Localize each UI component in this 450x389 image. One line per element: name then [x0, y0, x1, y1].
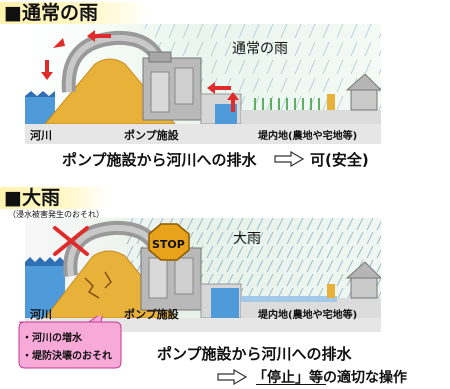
heavy-statement: ポンプ施設から河川への排水: [157, 345, 352, 363]
heavy-river-label: 河川: [30, 308, 52, 321]
heavy-scene: [25, 218, 381, 332]
heavy-rain-label: 大雨: [233, 231, 261, 247]
heavy-stop-label: STOP: [152, 238, 185, 251]
warning-line-1: ・河川の増水: [22, 333, 82, 344]
heavy-subtitle: （浸水被害発生のおそれ）: [8, 210, 104, 219]
normal-result-arrow-icon: [274, 151, 305, 167]
warning-line-2: ・堤防決壊のおそれ: [22, 351, 112, 362]
normal-title-banner: [0, 2, 150, 24]
stop-sign-icon: [148, 223, 190, 261]
heavy-result: 「停止」等の適切な操作: [253, 370, 407, 386]
prohibited-x-icon: [53, 226, 89, 256]
normal-result: 可(安全): [310, 151, 369, 169]
normal-statement: ポンプ施設から河川への排水: [62, 151, 257, 169]
heavy-land-label: 堤内地(農地や宅地等): [258, 310, 358, 321]
warning-callout: [18, 316, 122, 369]
crops: [254, 98, 320, 110]
levee-cracks: [84, 271, 112, 299]
normal-rain-label: 通常の雨: [232, 41, 288, 57]
normal-section-title: ■通常の雨: [4, 2, 98, 24]
heavy-pump-pit-water: [211, 288, 239, 318]
heavy-section-title: ■大雨: [4, 187, 60, 209]
heavy-pump-label: ポンプ施設: [124, 308, 179, 321]
heavy-result-underline: [256, 384, 326, 385]
normal-river-label: 河川: [30, 129, 52, 142]
normal-scene: [25, 24, 381, 144]
flooded-land: [241, 296, 337, 302]
heavy-result-arrow-icon: [217, 369, 248, 385]
flow-arrows: [41, 30, 239, 112]
heavy-scene-drawing: [25, 218, 381, 332]
normal-pump-label: ポンプ施設: [124, 129, 179, 142]
normal-land-label: 堤内地(農地や宅地等): [258, 131, 358, 142]
normal-scene-drawing: [25, 24, 381, 144]
heavy-title-banner: [0, 187, 110, 209]
